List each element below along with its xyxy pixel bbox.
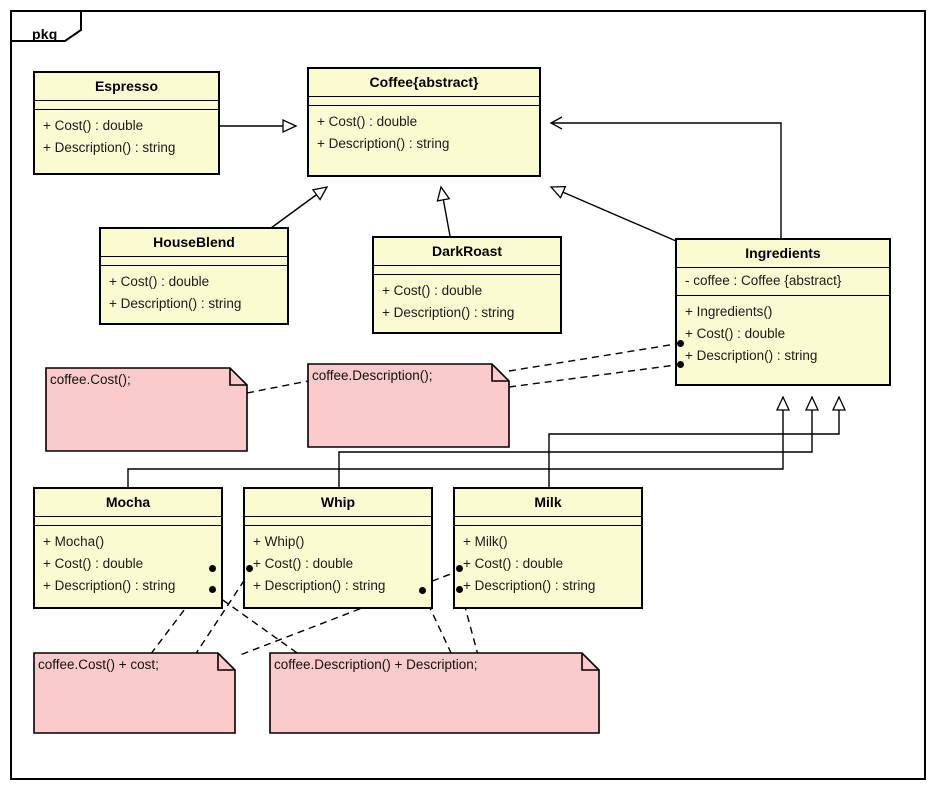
class-name-espresso: Espresso xyxy=(35,73,218,102)
class-name-mocha: Mocha xyxy=(35,489,221,518)
class-ops-ingredients: + Ingredients() + Cost() : double + Desc… xyxy=(677,296,889,373)
note-coffee-cost[interactable]: coffee.Cost(); xyxy=(45,367,248,452)
operation-row: + Cost() : double xyxy=(43,118,144,134)
anchor-dot-ingredients-cost xyxy=(677,340,684,347)
class-ops-whip: + Whip() + Cost() : double + Description… xyxy=(245,526,431,603)
operation-row: + Description() : string xyxy=(253,578,386,594)
anchor-dot-milk-description xyxy=(456,586,463,593)
anchor-dot-ingredients-description xyxy=(677,361,684,368)
link-note-cost-to-ingredients xyxy=(246,380,309,394)
gen-darkroast-coffee xyxy=(436,185,451,237)
operation-row: + Cost() : double xyxy=(685,326,786,342)
class-mocha[interactable]: Mocha + Mocha() + Cost() : double + Desc… xyxy=(33,487,223,609)
anchor-dot-mocha-cost xyxy=(209,565,216,572)
operation-row: + Milk() xyxy=(463,534,508,550)
anchor-dot-milk-cost xyxy=(456,565,463,572)
class-name-milk: Milk xyxy=(455,489,641,518)
anchor-dot-whip-description xyxy=(419,587,426,594)
gen-ingredients-coffee xyxy=(549,185,677,242)
gen-mocha-ingredients xyxy=(127,395,791,487)
anchor-dot-whip-cost xyxy=(246,565,253,572)
class-ops-coffee: + Cost() : double + Description() : stri… xyxy=(309,106,539,161)
operation-row: + Description() : string xyxy=(43,140,176,156)
operation-row: + Cost() : double xyxy=(43,556,144,572)
class-darkroast[interactable]: DarkRoast + Cost() : double + Descriptio… xyxy=(372,236,562,334)
class-name-whip: Whip xyxy=(245,489,431,518)
operation-row: + Description() : string xyxy=(685,348,818,364)
note-text: coffee.Cost(); xyxy=(50,372,131,387)
class-ops-mocha: + Mocha() + Cost() : double + Descriptio… xyxy=(35,526,221,603)
class-attrs-ingredients: - coffee : Coffee {abstract} xyxy=(677,268,889,297)
operation-row: + Cost() : double xyxy=(463,556,564,572)
note-text: coffee.Description(); xyxy=(312,368,433,383)
operation-row: + Cost() : double xyxy=(109,274,210,290)
package-tab: pkg xyxy=(10,10,82,42)
class-attrs-whip xyxy=(245,517,431,527)
class-name-ingredients: Ingredients xyxy=(677,240,889,269)
note-coffee-cost-plus-cost[interactable]: coffee.Cost() + cost; xyxy=(33,652,236,734)
class-ops-espresso: + Cost() : double + Description() : stri… xyxy=(35,110,218,165)
operation-row: + Description() : string xyxy=(382,305,515,321)
link-whip-cost-note xyxy=(194,569,252,656)
link-notecost-chain-ingredients xyxy=(508,343,677,372)
class-name-darkroast: DarkRoast xyxy=(374,238,560,267)
operation-row: + Description() : string xyxy=(463,578,596,594)
operation-row: + Ingredients() xyxy=(685,304,773,320)
class-houseblend[interactable]: HouseBlend + Cost() : double + Descripti… xyxy=(99,227,289,325)
operation-row: + Description() : string xyxy=(109,296,242,312)
operation-row: + Mocha() xyxy=(43,534,105,550)
class-coffee[interactable]: Coffee{abstract} + Cost() : double + Des… xyxy=(307,67,541,177)
class-attrs-espresso xyxy=(35,101,218,111)
gen-whip-ingredients xyxy=(338,395,820,487)
class-ops-houseblend: + Cost() : double + Description() : stri… xyxy=(101,266,287,321)
operation-row: + Cost() : double xyxy=(382,283,483,299)
class-ops-milk: + Milk() + Cost() : double + Description… xyxy=(455,526,641,603)
assoc-ingredients-coffee xyxy=(549,116,782,239)
operation-row: + Cost() : double xyxy=(253,556,354,572)
class-ops-darkroast: + Cost() : double + Description() : stri… xyxy=(374,275,560,330)
class-ingredients[interactable]: Ingredients - coffee : Coffee {abstract}… xyxy=(675,238,891,386)
link-mocha-desc-note xyxy=(212,592,301,656)
class-attrs-coffee xyxy=(309,97,539,107)
class-name-houseblend: HouseBlend xyxy=(101,229,287,258)
package-tab-label: pkg xyxy=(32,26,58,42)
gen-milk-ingredients xyxy=(548,395,847,487)
anchor-dot-mocha-description xyxy=(209,586,216,593)
operation-row: + Description() : string xyxy=(317,136,450,152)
note-coffee-description[interactable]: coffee.Description(); xyxy=(307,363,510,448)
class-attrs-milk xyxy=(455,517,641,527)
note-text: coffee.Description() + Description; xyxy=(274,657,478,672)
class-whip[interactable]: Whip + Whip() + Cost() : double + Descri… xyxy=(243,487,433,609)
attribute-row: - coffee : Coffee {abstract} xyxy=(685,273,842,289)
gen-houseblend-coffee xyxy=(270,186,329,229)
class-milk[interactable]: Milk + Milk() + Cost() : double + Descri… xyxy=(453,487,643,609)
class-espresso[interactable]: Espresso + Cost() : double + Description… xyxy=(33,71,220,175)
class-name-coffee: Coffee{abstract} xyxy=(309,69,539,98)
class-attrs-mocha xyxy=(35,517,221,527)
operation-row: + Description() : string xyxy=(43,578,176,594)
operation-row: + Whip() xyxy=(253,534,305,550)
class-attrs-houseblend xyxy=(101,257,287,267)
link-milk-desc-note xyxy=(460,591,479,656)
note-coffee-description-plus-description[interactable]: coffee.Description() + Description; xyxy=(269,652,600,734)
link-note-description-to-ingredients xyxy=(508,364,677,388)
operation-row: + Cost() : double xyxy=(317,114,418,130)
note-text: coffee.Cost() + cost; xyxy=(38,657,159,672)
package-frame xyxy=(10,10,926,780)
class-attrs-darkroast xyxy=(374,266,560,276)
